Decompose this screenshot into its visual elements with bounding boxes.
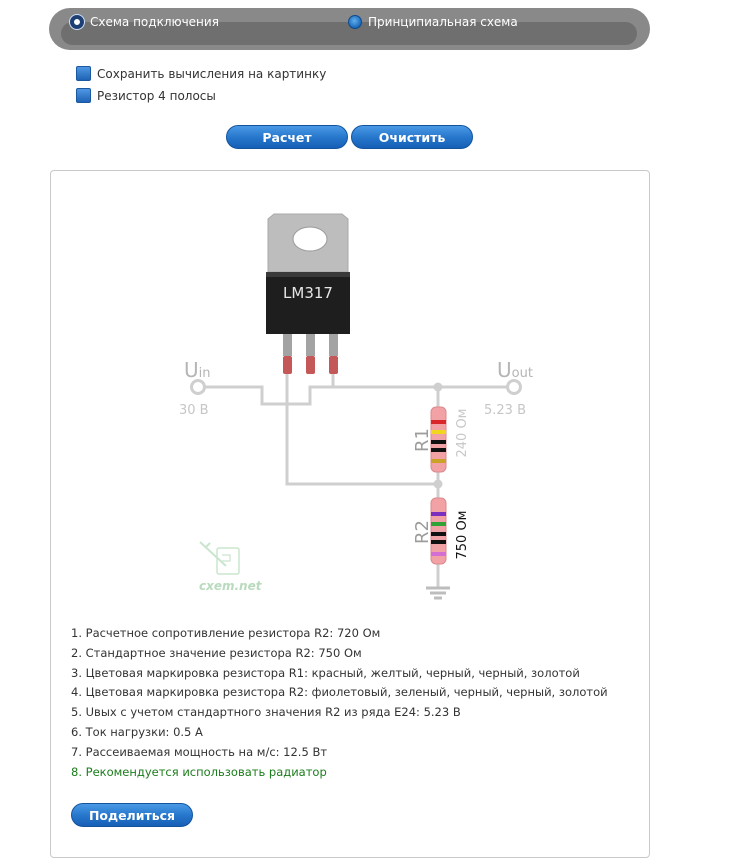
clear-button[interactable]: Очистить bbox=[351, 125, 473, 149]
four-band-checkbox[interactable] bbox=[76, 88, 91, 103]
chip-label: LM317 bbox=[283, 284, 333, 302]
watermark-text: cxem.net bbox=[199, 579, 263, 593]
resistor-r2-icon bbox=[430, 497, 447, 565]
wiring-diagram: LM317 Uin 30 В Uout 5.23 В R1 240 Ом R2 … bbox=[179, 213, 533, 600]
result-item: 5. Uвых с учетом стандартного значения R… bbox=[71, 705, 461, 720]
result-item: 6. Ток нагрузки: 0.5 А bbox=[71, 724, 203, 739]
four-band-option: Резистор 4 полосы bbox=[76, 88, 216, 103]
mode-wiring-label: Схема подключения bbox=[90, 15, 219, 29]
r1-value: 240 Ом bbox=[455, 409, 470, 458]
mode-schematic-radio[interactable]: Принципиальная схема bbox=[348, 15, 518, 29]
save-to-image-checkbox[interactable] bbox=[76, 66, 91, 81]
result-item-warning: 8. Рекомендуется использовать радиатор bbox=[71, 764, 327, 779]
four-band-label: Резистор 4 полосы bbox=[97, 88, 216, 103]
share-button[interactable]: Поделиться bbox=[71, 803, 193, 827]
save-to-image-label: Сохранить вычисления на картинку bbox=[97, 66, 327, 81]
mode-selector-bar bbox=[49, 8, 650, 50]
junction-dot bbox=[433, 479, 443, 489]
result-item: 3. Цветовая маркировка резистора R1: кра… bbox=[71, 665, 580, 680]
uin-value: 30 В bbox=[179, 403, 209, 418]
uin-label: Uin bbox=[184, 358, 211, 382]
result-item: 2. Стандартное значение резистора R2: 75… bbox=[71, 645, 362, 660]
result-item: 4. Цветовая маркировка резистора R2: фио… bbox=[71, 685, 608, 700]
uout-value: 5.23 В bbox=[484, 403, 526, 418]
mode-schematic-label: Принципиальная схема bbox=[368, 15, 518, 29]
input-terminal-icon bbox=[190, 379, 206, 395]
mode-selector-track bbox=[61, 22, 637, 45]
output-terminal-icon bbox=[506, 379, 522, 395]
wires bbox=[204, 370, 512, 588]
save-to-image-option: Сохранить вычисления на картинку bbox=[76, 66, 326, 81]
calculate-button[interactable]: Расчет bbox=[226, 125, 348, 149]
resistor-r1-icon bbox=[430, 406, 447, 473]
uout-label: Uout bbox=[497, 358, 533, 382]
r2-value: 750 Ом bbox=[455, 511, 470, 560]
radio-unselected-icon bbox=[348, 15, 362, 29]
cxem-logo-icon bbox=[199, 541, 240, 575]
results-list: 1. Расчетное сопротивление резистора R2:… bbox=[71, 624, 608, 782]
ground-icon bbox=[426, 586, 450, 600]
result-item: 7. Рассеиваемая мощность на м/с: 12.5 Вт bbox=[71, 744, 328, 759]
r2-name: R2 bbox=[412, 520, 433, 544]
result-item: 1. Расчетное сопротивление резистора R2:… bbox=[71, 626, 381, 640]
lm317-chip-icon bbox=[266, 213, 350, 374]
radio-selected-icon bbox=[70, 15, 84, 29]
junction-dot bbox=[433, 382, 443, 392]
mode-wiring-radio[interactable]: Схема подключения bbox=[70, 15, 219, 29]
r1-name: R1 bbox=[412, 428, 433, 452]
